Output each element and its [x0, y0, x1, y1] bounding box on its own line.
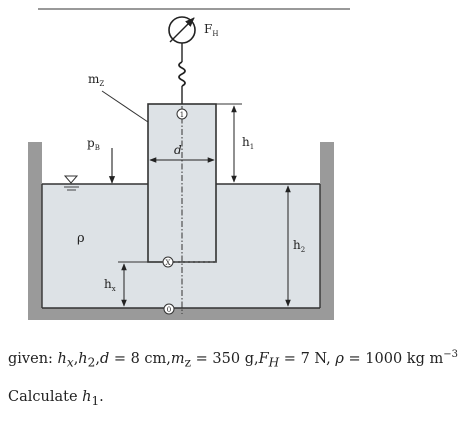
question-text: Calculate h1.	[8, 389, 104, 408]
force-label: FH	[204, 22, 218, 38]
pressure-label: pB	[87, 136, 100, 152]
hx-label: hx	[104, 277, 116, 293]
density-label: ρ	[77, 231, 85, 246]
diameter-label: d	[174, 143, 182, 157]
point-x-label: X	[166, 259, 171, 267]
given-values: given: hx,h2,d = 8 cm,mz = 350 g,FH = 7 …	[8, 349, 458, 370]
point-1-marker: 1	[176, 108, 188, 120]
force-gauge	[168, 16, 196, 104]
h1-label: h1	[242, 135, 254, 151]
mass-label: mZ	[88, 72, 104, 88]
point-0-label: 0	[167, 306, 171, 314]
point-x-marker: X	[162, 256, 174, 268]
h2-label: h2	[293, 238, 305, 254]
point-0-marker: 0	[163, 303, 175, 315]
hydrostatics-diagram: 1 X 0 FH mZ pB ρ d h1 h2 hx	[28, 8, 350, 320]
vessel	[28, 142, 334, 320]
mass-leader	[101, 90, 149, 123]
surface-symbol	[63, 175, 79, 191]
point-1-label: 1	[180, 111, 184, 119]
